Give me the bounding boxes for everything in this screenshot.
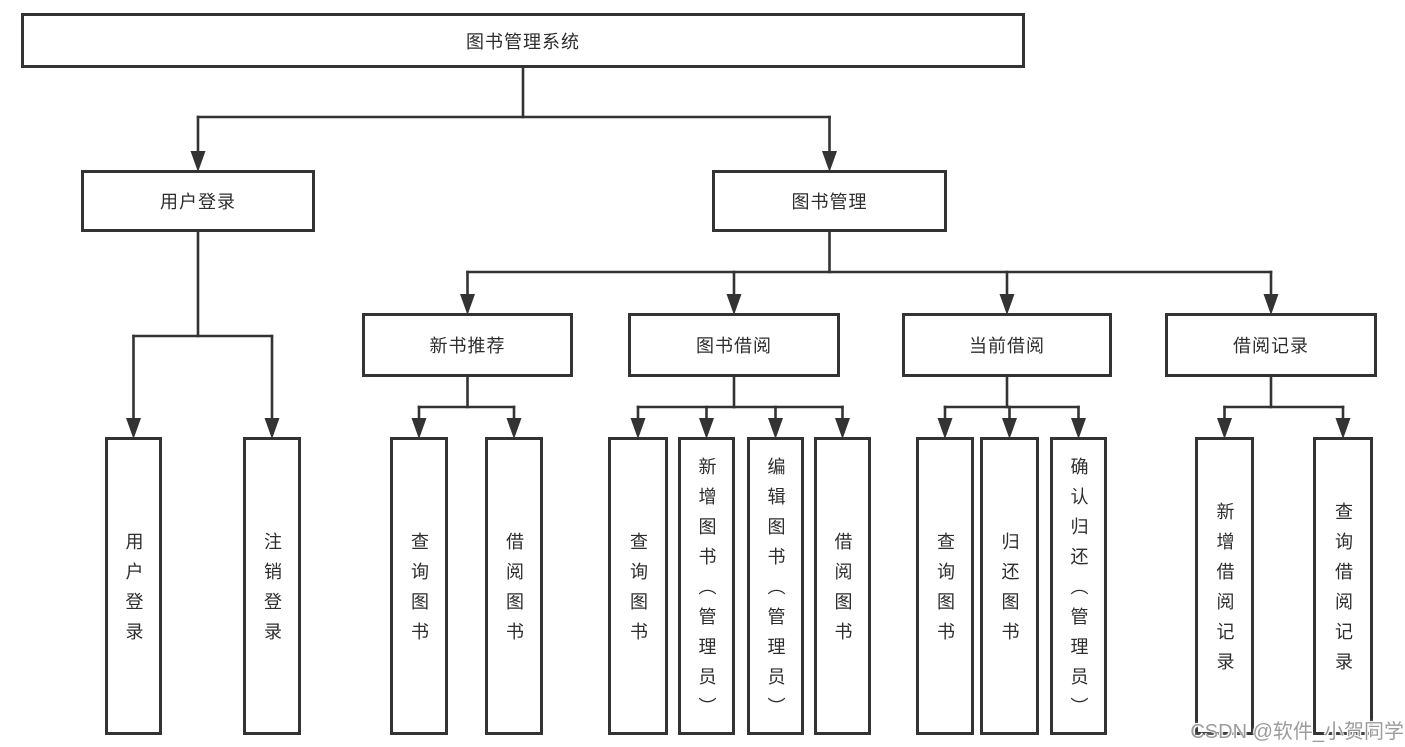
watermark-text: CSDN @软件_小贺同学	[1190, 721, 1404, 743]
node-label-leaf-logout: 注销登录	[262, 532, 282, 652]
node-box-new-book-recommend: 新书推荐	[362, 313, 573, 377]
node-box-leaf-borrow-books-recommend: 借阅图书	[485, 437, 543, 735]
node-box-root: 图书管理系统	[21, 13, 1025, 68]
node-box-leaf-logout: 注销登录	[243, 437, 301, 735]
node-label-leaf-return-book: 归还图书	[999, 532, 1020, 652]
node-label-book-borrowing: 图书借阅	[696, 336, 772, 356]
node-box-leaf-edit-book-admin: 编辑图书（管理员）	[747, 437, 804, 735]
node-label-root: 图书管理系统	[466, 31, 580, 52]
node-box-borrowing-records: 借阅记录	[1165, 313, 1377, 377]
node-box-leaf-query-books-recommend: 查询图书	[390, 437, 448, 735]
node-box-leaf-add-borrow-record: 新增借阅记录	[1195, 437, 1254, 735]
node-box-user-login: 用户登录	[81, 170, 315, 232]
node-box-leaf-borrow-books: 借阅图书	[814, 437, 871, 735]
node-box-leaf-return-book: 归还图书	[980, 437, 1039, 735]
node-label-book-management: 图书管理	[791, 192, 868, 212]
node-label-leaf-query-borrow-record: 查询借阅记录	[1333, 502, 1353, 682]
node-label-leaf-query-books-borrow: 查询图书	[628, 532, 648, 652]
node-label-leaf-add-borrow-record: 新增借阅记录	[1214, 502, 1235, 682]
node-box-leaf-add-book-admin: 新增图书（管理员）	[678, 437, 735, 735]
node-label-leaf-edit-book-admin: 编辑图书（管理员）	[765, 457, 786, 727]
node-box-leaf-query-books-current: 查询图书	[916, 437, 974, 735]
node-box-leaf-query-books-borrow: 查询图书	[608, 437, 668, 735]
node-label-leaf-user-login: 用户登录	[123, 532, 144, 652]
node-box-leaf-user-login: 用户登录	[105, 437, 162, 735]
node-label-new-book-recommend: 新书推荐	[429, 336, 506, 356]
node-label-leaf-query-books-current: 查询图书	[935, 532, 955, 652]
node-label-leaf-add-book-admin: 新增图书（管理员）	[696, 457, 717, 727]
node-box-current-borrowing: 当前借阅	[902, 313, 1112, 377]
node-box-book-borrowing: 图书借阅	[628, 313, 840, 377]
node-label-borrowing-records: 借阅记录	[1233, 336, 1309, 356]
node-label-leaf-query-books-recommend: 查询图书	[409, 532, 429, 652]
node-label-leaf-borrow-books: 借阅图书	[832, 532, 853, 652]
node-label-current-borrowing: 当前借阅	[969, 336, 1045, 356]
node-label-leaf-borrow-books-recommend: 借阅图书	[504, 532, 524, 652]
node-box-book-management: 图书管理	[712, 170, 947, 232]
node-box-leaf-query-borrow-record: 查询借阅记录	[1313, 437, 1373, 735]
node-box-leaf-confirm-return-admin: 确认归还（管理员）	[1050, 437, 1107, 735]
node-label-leaf-confirm-return-admin: 确认归还（管理员）	[1068, 457, 1089, 727]
node-label-user-login: 用户登录	[160, 192, 236, 212]
